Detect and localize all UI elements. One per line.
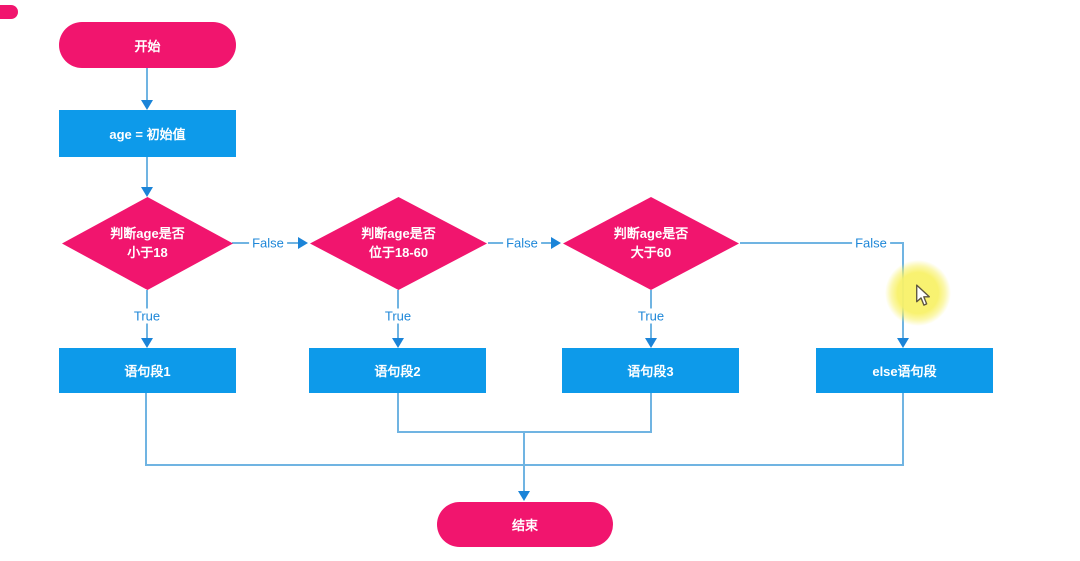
node-start-label: 开始 xyxy=(134,38,161,54)
node-decision-age-lt-18: 判断age是否 小于18 xyxy=(62,197,233,290)
arrow-down-icon xyxy=(645,338,657,348)
edge-label-false2: False xyxy=(503,235,541,251)
decision1-line2: 小于18 xyxy=(127,244,168,260)
edge-label-true3: True xyxy=(634,308,668,324)
connector-stmt2-down xyxy=(397,393,399,433)
decision2-line2: 位于18-60 xyxy=(368,244,429,260)
connector-else-down xyxy=(902,393,904,466)
connector-stmt3-down xyxy=(650,393,652,433)
node-init-age-label: age = 初始值 xyxy=(109,127,186,142)
node-stmt2-label: 语句段2 xyxy=(374,364,421,379)
edge-label-true2: True xyxy=(381,308,415,324)
arrow-down-icon xyxy=(518,491,530,501)
connector-stmt1-down xyxy=(145,393,147,466)
decision2-line1: 判断age是否 xyxy=(361,225,436,241)
node-decision-age-18-60: 判断age是否 位于18-60 xyxy=(310,197,487,290)
edge-label-false3: False xyxy=(852,235,890,251)
arrow-down-icon xyxy=(392,338,404,348)
arrow-down-icon xyxy=(141,100,153,110)
connector-to-end xyxy=(523,431,525,492)
node-stmt3: 语句段3 xyxy=(562,348,739,393)
arrow-down-icon xyxy=(897,338,909,348)
arrow-down-icon xyxy=(141,187,153,197)
decision1-line1: 判断age是否 xyxy=(110,225,185,241)
clipped-shape-top-left xyxy=(0,5,18,19)
node-stmt2: 语句段2 xyxy=(309,348,486,393)
node-end: 结束 xyxy=(437,502,613,547)
decision3-line1: 判断age是否 xyxy=(613,225,689,241)
arrow-right-icon xyxy=(551,237,561,249)
edge-label-true1: True xyxy=(130,308,164,324)
node-end-label: 结束 xyxy=(511,518,538,533)
edge-label-false1: False xyxy=(249,235,287,251)
node-stmt-else: else语句段 xyxy=(816,348,993,393)
mouse-cursor-icon xyxy=(916,284,930,306)
node-init-age: age = 初始值 xyxy=(59,110,236,157)
connector-start-init xyxy=(146,68,148,101)
node-start: 开始 xyxy=(59,22,236,68)
node-stmt3-label: 语句段3 xyxy=(627,364,674,379)
node-stmt-else-label: else语句段 xyxy=(872,364,937,379)
arrow-down-icon xyxy=(141,338,153,348)
node-stmt1: 语句段1 xyxy=(59,348,236,393)
connector-false3-horizontal xyxy=(740,242,903,244)
arrow-right-icon xyxy=(298,237,308,249)
node-decision-age-gt-60: 判断age是否 大于60 xyxy=(563,197,739,290)
node-stmt1-label: 语句段1 xyxy=(124,364,171,379)
connector-init-decision1 xyxy=(146,157,148,188)
decision3-line2: 大于60 xyxy=(630,244,672,260)
